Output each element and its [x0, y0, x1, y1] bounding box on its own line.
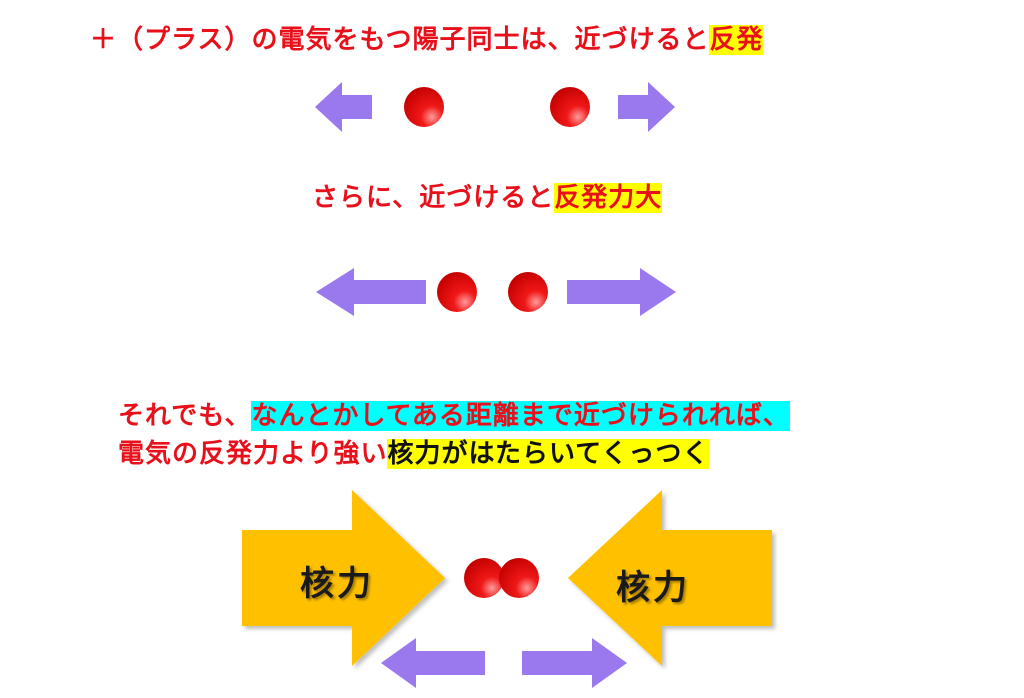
caption-line-1-highlight: 反発	[709, 25, 764, 55]
caption-line-2: さらに、近づけると反発力大	[312, 180, 663, 216]
nuclear-force-label-right: 核力	[616, 568, 690, 608]
caption-line-3: それでも、なんとかしてある距離まで近づけられれば、	[118, 398, 790, 434]
proton-3a	[464, 558, 504, 598]
nuclear-force-label-left: 核力	[300, 564, 374, 604]
repel-arrow-right-1	[618, 82, 675, 132]
caption-line-4-highlight: 核力がはたらいてくっつく	[387, 439, 710, 469]
caption-line-3-highlight: なんとかしてある距離まで近づけられれば、	[251, 401, 790, 431]
repel-arrow-left-2	[316, 268, 426, 316]
nuclear-force-arrow-left	[242, 490, 445, 666]
proton-1a	[404, 87, 444, 127]
repel-arrow-right-2	[567, 268, 676, 316]
proton-2a	[437, 272, 477, 312]
caption-line-1: ＋（プラス）の電気をもつ陽子同士は、近づけると反発	[90, 22, 764, 58]
caption-line-1-text: ＋（プラス）の電気をもつ陽子同士は、近づけると	[90, 25, 710, 55]
caption-line-3-text: それでも、	[118, 401, 252, 431]
repel-arrow-right-3	[522, 638, 627, 688]
proton-1b	[550, 87, 590, 127]
caption-line-2-highlight: 反発力大	[554, 183, 663, 213]
caption-line-4: 電気の反発力より強い核力がはたらいてくっつく	[118, 436, 710, 472]
caption-line-4-text: 電気の反発力より強い	[118, 439, 388, 469]
proton-2b	[508, 272, 548, 312]
nuclear-force-arrow-right	[568, 490, 772, 666]
repel-arrow-left-3	[381, 638, 485, 688]
proton-3b	[499, 558, 539, 598]
repel-arrow-left-1	[315, 82, 372, 132]
caption-line-2-text: さらに、近づけると	[312, 183, 555, 213]
